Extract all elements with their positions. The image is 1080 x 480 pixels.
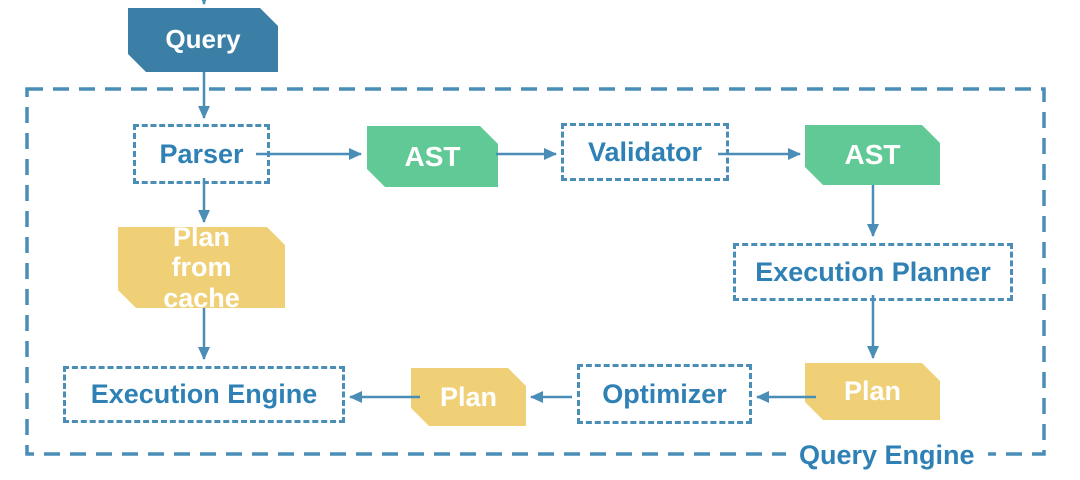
node-execution-engine-label: Execution Engine [90,379,318,410]
node-execution-engine: Execution Engine [63,366,345,423]
node-query: Query [128,8,278,72]
query-engine-label: Query Engine [786,437,988,473]
node-optimizer-label: Optimizer [602,378,727,409]
node-ast-1-label: AST [404,140,461,172]
node-ast-1: AST [367,126,498,187]
node-validator: Validator [561,123,729,181]
node-plan-left: Plan [411,368,526,426]
node-execution-planner-label: Execution Planner [755,256,991,287]
node-query-label: Query [165,24,241,55]
node-plan-from-cache: Plan from cache [118,227,285,308]
node-ast-2: AST [805,125,940,185]
node-ast-2-label: AST [844,139,901,171]
node-execution-planner: Execution Planner [733,243,1013,301]
node-parser: Parser [133,124,270,184]
node-parser-label: Parser [159,138,244,169]
node-plan-from-cache-label: Plan from cache [163,222,240,313]
node-plan-right: Plan [805,363,940,420]
node-plan-right-label: Plan [843,376,902,407]
node-optimizer: Optimizer [577,364,752,424]
node-validator-label: Validator [587,136,703,167]
node-plan-left-label: Plan [439,381,498,412]
